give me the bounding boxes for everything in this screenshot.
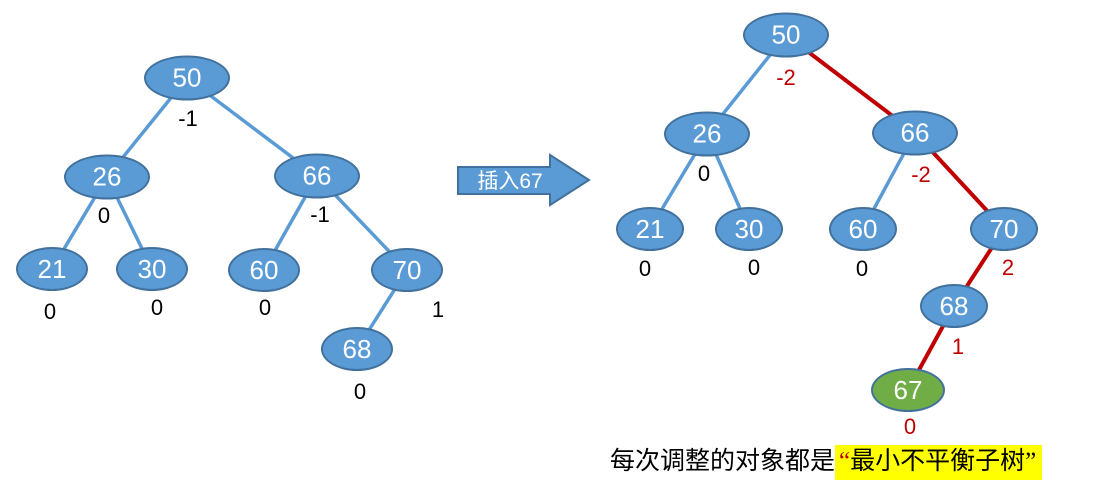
left-balance-21: 0 <box>43 299 57 324</box>
right-tree-node-60: 60 <box>829 207 897 251</box>
right-tree-node-68: 68 <box>920 284 988 328</box>
left-balance-26: 0 <box>97 203 111 228</box>
right-tree-node-66: 66 <box>872 110 958 156</box>
left-tree-node-66: 66 <box>274 153 360 199</box>
left-balance-30: 0 <box>150 295 164 320</box>
right-balance-70: 2 <box>1001 255 1015 280</box>
right-balance-67: 0 <box>903 414 917 439</box>
insert-arrow-shape <box>457 153 591 207</box>
left-balance-66: -1 <box>310 202 330 227</box>
right-balance-30: 0 <box>747 255 761 280</box>
left-tree-node-30: 30 <box>116 247 188 291</box>
caption-prefix: 每次调整的对象都是 <box>610 448 836 475</box>
right-tree-node-30: 30 <box>715 207 783 251</box>
left-tree-node-26: 26 <box>64 154 150 200</box>
right-balance-68: 1 <box>951 334 965 359</box>
right-tree-node-50: 50 <box>743 12 829 58</box>
caption-highlight-text: 最小不平衡子树 <box>850 448 1026 475</box>
right-tree-node-70: 70 <box>970 207 1038 251</box>
right-balance-60: 0 <box>855 256 869 281</box>
right-tree-node-67-new: 67 <box>871 368 945 412</box>
left-tree-node-68: 68 <box>321 327 393 371</box>
left-balance-68: 0 <box>353 379 367 404</box>
left-balance-70: 1 <box>431 297 445 322</box>
caption-highlight: “最小不平衡子树” <box>835 445 1043 480</box>
caption-close-quote: ” <box>1025 448 1037 475</box>
right-tree-node-21: 21 <box>616 207 684 251</box>
left-balance-50: -1 <box>178 106 198 131</box>
caption: 每次调整的对象都是“最小不平衡子树” <box>610 441 1043 480</box>
right-balance-66: -2 <box>911 162 931 187</box>
left-tree-node-60: 60 <box>228 248 300 292</box>
left-tree-node-21: 21 <box>16 247 88 291</box>
right-balance-26: 0 <box>697 161 711 186</box>
left-balance-60: 0 <box>258 295 272 320</box>
right-tree-node-26: 26 <box>664 111 750 157</box>
right-balance-21: 0 <box>638 256 652 281</box>
left-tree-node-70: 70 <box>371 248 443 292</box>
caption-open-quote: “ <box>839 448 851 475</box>
right-balance-50: -2 <box>776 65 796 90</box>
left-tree-node-50: 50 <box>144 55 230 101</box>
insert-arrow-label: 插入67 <box>477 170 543 193</box>
